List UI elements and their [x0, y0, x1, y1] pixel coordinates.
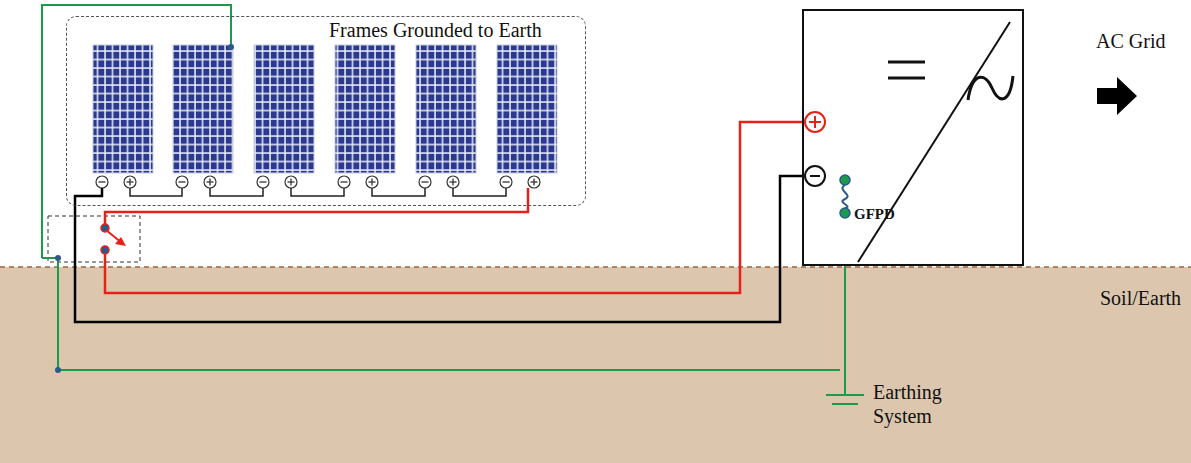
- pv-module: [254, 45, 314, 173]
- pv-module: [416, 45, 476, 173]
- pv-module: [497, 45, 557, 173]
- earth-wire: [42, 5, 864, 404]
- disconnect-switch: [48, 216, 140, 262]
- ac-arrow: [1097, 77, 1137, 115]
- ground-surface: [0, 266, 1191, 268]
- dc-ac-symbols: [888, 62, 1013, 100]
- soil-ground: [0, 267, 1191, 463]
- gfpd-label: GFPD: [854, 206, 895, 223]
- pv-module: [335, 45, 395, 173]
- module-frame-group: Frames Grounded to Earth: [66, 16, 586, 206]
- pv-module: [93, 45, 153, 173]
- pv-module: [173, 45, 233, 173]
- ac-grid-label: AC Grid: [1096, 30, 1165, 53]
- earthing-label: Earthing System: [873, 380, 963, 428]
- series-links: [130, 188, 506, 196]
- pv-modules: [93, 45, 557, 188]
- soil-label: Soil/Earth: [1100, 287, 1181, 310]
- group-title: Frames Grounded to Earth: [329, 19, 542, 42]
- gfpd-fuse: [842, 185, 847, 208]
- positive-wire: [105, 188, 528, 227]
- negative-wire: [75, 176, 806, 322]
- inverter: [803, 10, 1023, 265]
